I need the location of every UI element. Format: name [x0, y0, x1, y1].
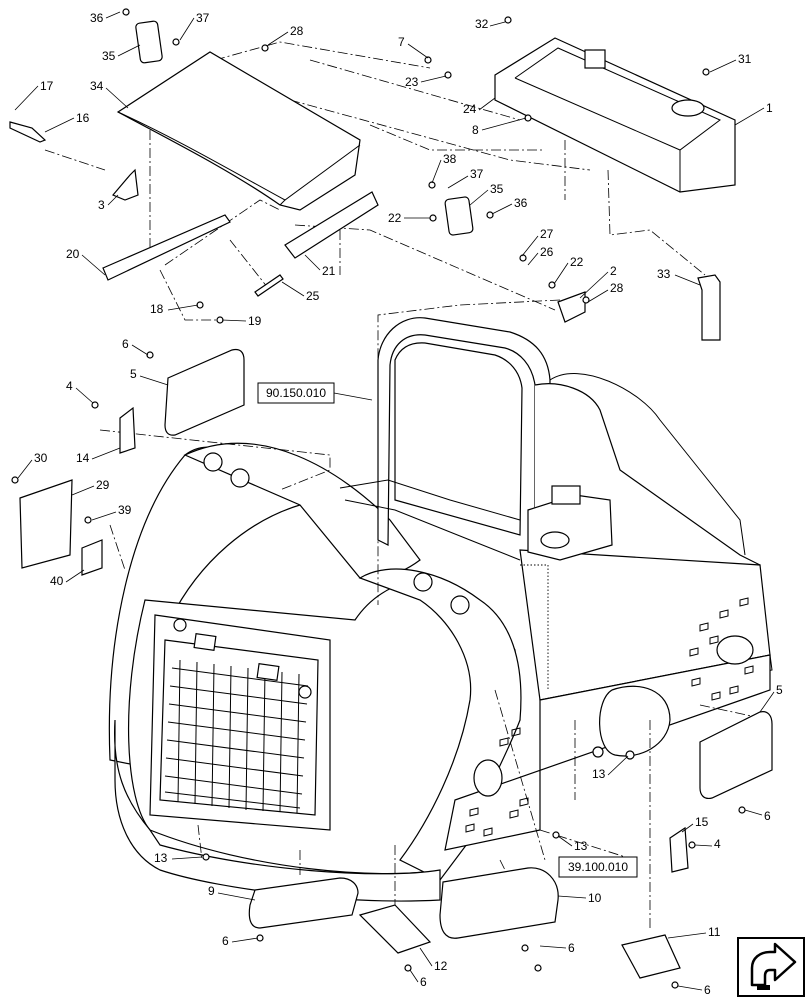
part-2-bracket [557, 291, 586, 323]
callout-38: 38 [443, 152, 457, 166]
part-10-bottom-plate [439, 867, 559, 939]
callout-34: 34 [90, 79, 104, 93]
callout-29: 29 [96, 478, 110, 492]
callout-22: 22 [388, 211, 402, 225]
callout-40: 40 [50, 574, 64, 588]
callout-23: 23 [405, 75, 419, 89]
callout-36: 36 [90, 11, 104, 25]
callout-6c: 6 [222, 934, 229, 948]
callout-8: 8 [472, 123, 479, 137]
callout-26: 26 [540, 245, 554, 259]
callout-25: 25 [306, 289, 320, 303]
ref-label-cab: 90.150.010 [266, 386, 326, 400]
ref-box-cab: 90.150.010 [257, 382, 373, 404]
rear-grille-mesh [164, 659, 309, 814]
callout-7: 7 [398, 35, 405, 49]
callout-39: 39 [118, 503, 132, 517]
part-1-tray [494, 37, 736, 193]
frame-bolts [465, 597, 754, 837]
callouts: 36 37 35 28 17 34 16 3 20 18 19 21 25 32… [14, 11, 783, 997]
callout-33: 33 [657, 267, 671, 281]
callout-37: 37 [196, 11, 210, 25]
callout-13c: 13 [154, 851, 168, 865]
callout-19: 19 [248, 314, 262, 328]
callout-36b: 36 [514, 196, 528, 210]
part-5-cover-left [164, 348, 245, 436]
part-12-plate [358, 904, 432, 954]
callout-15: 15 [695, 815, 709, 829]
callout-22b: 22 [570, 255, 584, 269]
part-3-bracket [112, 168, 139, 201]
ref-box-frame: 39.100.010 [558, 856, 638, 878]
part-34-hood-panel [116, 51, 361, 211]
part-20-strip [102, 214, 231, 281]
callout-28b: 28 [610, 281, 624, 295]
part-33-bracket [697, 274, 721, 341]
callout-20: 20 [66, 247, 80, 261]
forward-arrow-icon[interactable] [737, 937, 805, 997]
callout-5: 5 [130, 367, 137, 381]
callout-6d: 6 [420, 975, 427, 989]
callout-12: 12 [434, 959, 448, 973]
callout-13: 13 [592, 767, 606, 781]
callout-3: 3 [98, 198, 105, 212]
callout-17: 17 [40, 79, 54, 93]
callout-32: 32 [475, 17, 489, 31]
part-29-side-plate [19, 479, 73, 569]
callout-9: 9 [208, 884, 215, 898]
part-35-hinge-top [135, 20, 163, 64]
callout-6b: 6 [764, 809, 771, 823]
part-14-bracket [119, 406, 136, 454]
part-16-latch [9, 121, 47, 143]
part-9-bottom-plate [248, 877, 359, 929]
callout-4b: 4 [714, 837, 721, 851]
callout-30: 30 [34, 451, 48, 465]
part-25-rod [254, 274, 284, 297]
callout-35: 35 [102, 49, 116, 63]
callout-6e: 6 [568, 941, 575, 955]
callout-13b: 13 [574, 839, 588, 853]
part-35-hinge-right [444, 196, 474, 236]
callout-2: 2 [610, 264, 617, 278]
part-40-plate [81, 539, 103, 576]
callout-18: 18 [150, 302, 164, 316]
callout-6: 6 [122, 337, 129, 351]
ref-label-frame: 39.100.010 [568, 860, 628, 874]
part-15-bracket [669, 826, 689, 873]
callout-35b: 35 [490, 182, 504, 196]
callout-5b: 5 [776, 683, 783, 697]
callout-6f: 6 [704, 983, 711, 997]
callout-37b: 37 [470, 167, 484, 181]
callout-27: 27 [540, 227, 554, 241]
callout-4: 4 [66, 379, 73, 393]
part-11-plate [621, 934, 681, 979]
callout-28: 28 [290, 24, 304, 38]
callout-24: 24 [463, 102, 477, 116]
part-21-angle [284, 191, 379, 259]
part-5-cover-right [699, 711, 773, 800]
callout-21: 21 [322, 264, 336, 278]
callout-10: 10 [588, 891, 602, 905]
loader-body [108, 317, 773, 902]
callout-31: 31 [738, 52, 752, 66]
callout-16: 16 [76, 111, 90, 125]
callout-11: 11 [708, 925, 721, 939]
callout-14: 14 [76, 451, 90, 465]
callout-1: 1 [766, 101, 773, 115]
